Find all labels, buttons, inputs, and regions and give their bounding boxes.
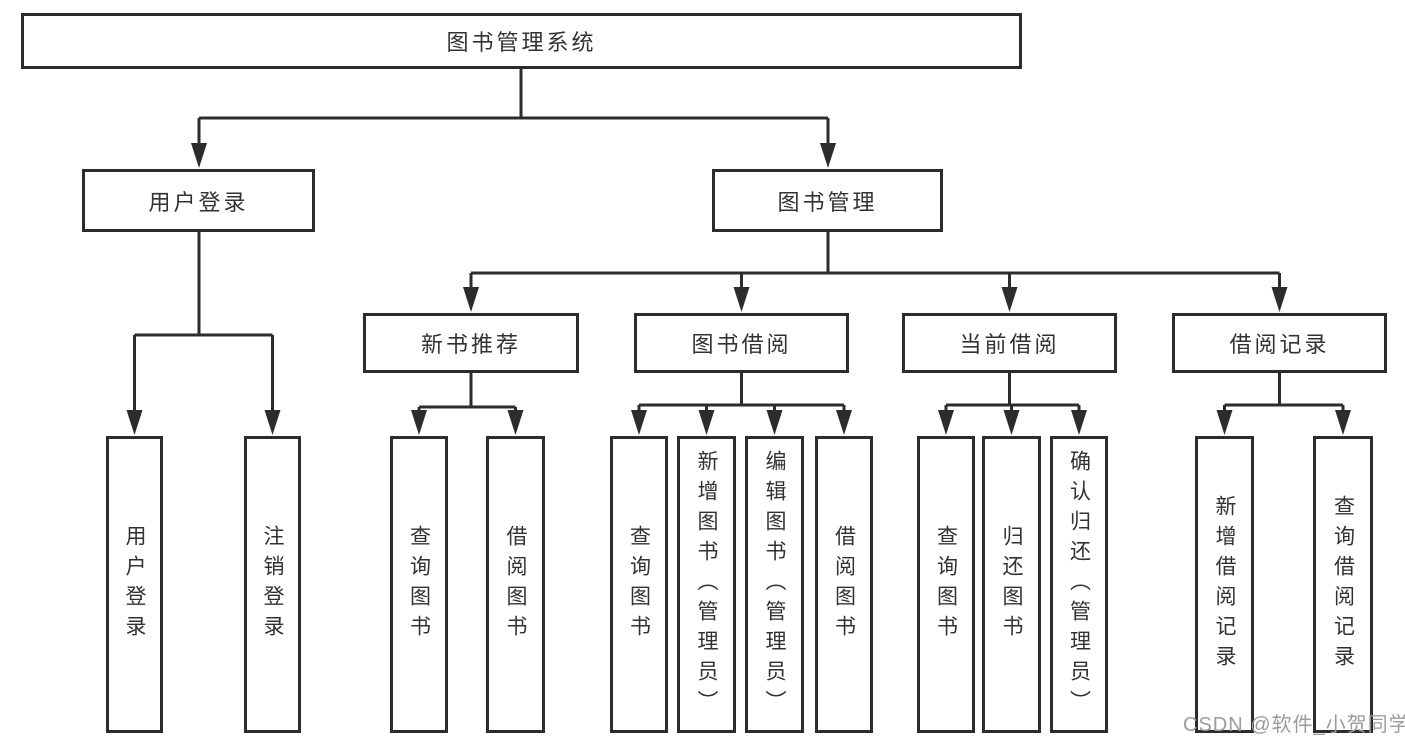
node-user-login: 用户登录: [82, 169, 315, 232]
leaf-edit-book-admin: 编辑图书（管理员）: [745, 436, 804, 733]
leaf-logout: 注销登录: [244, 436, 301, 733]
leaf-borrow-books-recommend: 借阅图书: [486, 436, 545, 733]
leaf-add-borrow-record: 新增借阅记录: [1195, 436, 1254, 733]
arrowhead-icon: [191, 143, 207, 168]
arrowhead-icon: [1003, 410, 1020, 435]
arrowheads: [126, 143, 1351, 435]
arrowhead-icon: [698, 410, 715, 435]
leaf-search-books-borrowing: 查询图书: [610, 436, 668, 733]
node-current-borrowing: 当前借阅: [902, 313, 1117, 373]
arrowhead-icon: [463, 287, 479, 312]
arrowhead-icon: [631, 410, 647, 435]
node-library-management-system: 图书管理系统: [21, 13, 1022, 69]
arrowhead-icon: [836, 410, 852, 435]
node-book-borrowing: 图书借阅: [634, 313, 849, 373]
arrowhead-icon: [938, 410, 954, 435]
node-new-book-recommendation: 新书推荐: [363, 313, 579, 373]
leaf-borrow-books-borrowing: 借阅图书: [815, 436, 873, 733]
arrowhead-icon: [264, 410, 281, 435]
arrowhead-icon: [1001, 287, 1018, 312]
leaf-confirm-return-admin: 确认归还（管理员）: [1050, 436, 1108, 733]
arrowhead-icon: [733, 287, 750, 312]
connector-path: [133, 69, 1345, 412]
leaf-add-book-admin: 新增图书（管理员）: [677, 436, 736, 733]
arrowhead-icon: [766, 410, 783, 435]
leaf-search-books-recommend: 查询图书: [390, 436, 448, 733]
arrowhead-icon: [1271, 287, 1288, 312]
arrowhead-icon: [507, 410, 524, 435]
node-borrowing-records: 借阅记录: [1172, 313, 1387, 373]
arrowhead-icon: [411, 410, 427, 435]
leaf-user-login: 用户登录: [106, 436, 163, 733]
leaf-return-book: 归还图书: [982, 436, 1041, 733]
arrowhead-icon: [820, 143, 836, 168]
leaf-search-books-current: 查询图书: [917, 436, 975, 733]
arrowhead-icon: [1335, 410, 1351, 435]
csdn-watermark: CSDN @软件_小贺同学: [1183, 714, 1405, 736]
leaf-search-borrow-record: 查询借阅记录: [1313, 436, 1373, 733]
arrowhead-icon: [1216, 410, 1233, 435]
arrowhead-icon: [126, 410, 143, 435]
node-book-management: 图书管理: [712, 169, 943, 232]
arrowhead-icon: [1071, 410, 1087, 435]
